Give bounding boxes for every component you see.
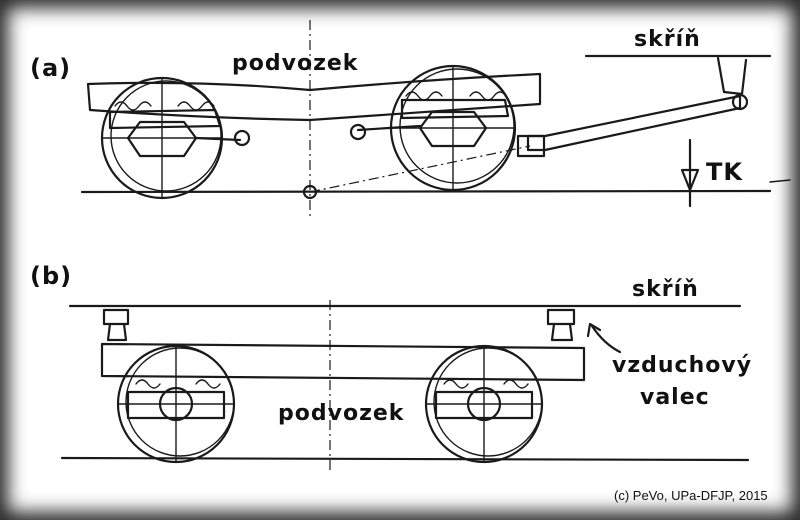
- bogie-frame-a: [86, 72, 542, 122]
- bogie-label-a: podvozek: [232, 51, 359, 76]
- credit-text: (c) PeVo, UPa-DFJP, 2015: [614, 488, 768, 503]
- bogie-label-b: podvozek: [278, 401, 405, 426]
- cylinder-label-line2-b: valec: [640, 385, 710, 410]
- wheel-right-a: [389, 64, 517, 192]
- body-bracket-a: [716, 56, 748, 96]
- link-right-a: [356, 124, 422, 132]
- rail-b: [60, 456, 750, 462]
- pin-left-a: [233, 129, 251, 147]
- panel-a: (a) podvozek skříň TK: [30, 20, 791, 220]
- force-label-a: TK: [706, 158, 743, 186]
- bottom-pivot-a: [302, 184, 318, 200]
- rod-end-pin-a: [731, 93, 749, 111]
- air-cylinder-left-b: [102, 308, 130, 342]
- wheel-left-b: [116, 344, 236, 464]
- push-rod-a: [526, 94, 742, 152]
- body-label-a: skříň: [634, 27, 701, 52]
- link-left-a: [194, 136, 242, 142]
- tie-line-a: [309, 145, 531, 193]
- body-label-b: skříň: [632, 277, 699, 302]
- panel-b: (b) podvozek skříň vzduchový valec: [30, 262, 752, 470]
- pointer-arrow-b: [590, 324, 622, 354]
- air-cylinder-right-b: [546, 308, 576, 342]
- pin-right-a: [349, 123, 367, 141]
- cylinder-label-line1-b: vzduchový: [612, 353, 752, 378]
- panel-label-b: (b): [30, 262, 72, 290]
- bogie-frame-b: [100, 342, 586, 382]
- wheel-right-b: [424, 344, 544, 464]
- panel-label-a: (a): [30, 54, 71, 82]
- force-arrow-head-a: [680, 168, 700, 192]
- rail-a: [80, 189, 772, 194]
- rod-mount-a: [516, 134, 546, 158]
